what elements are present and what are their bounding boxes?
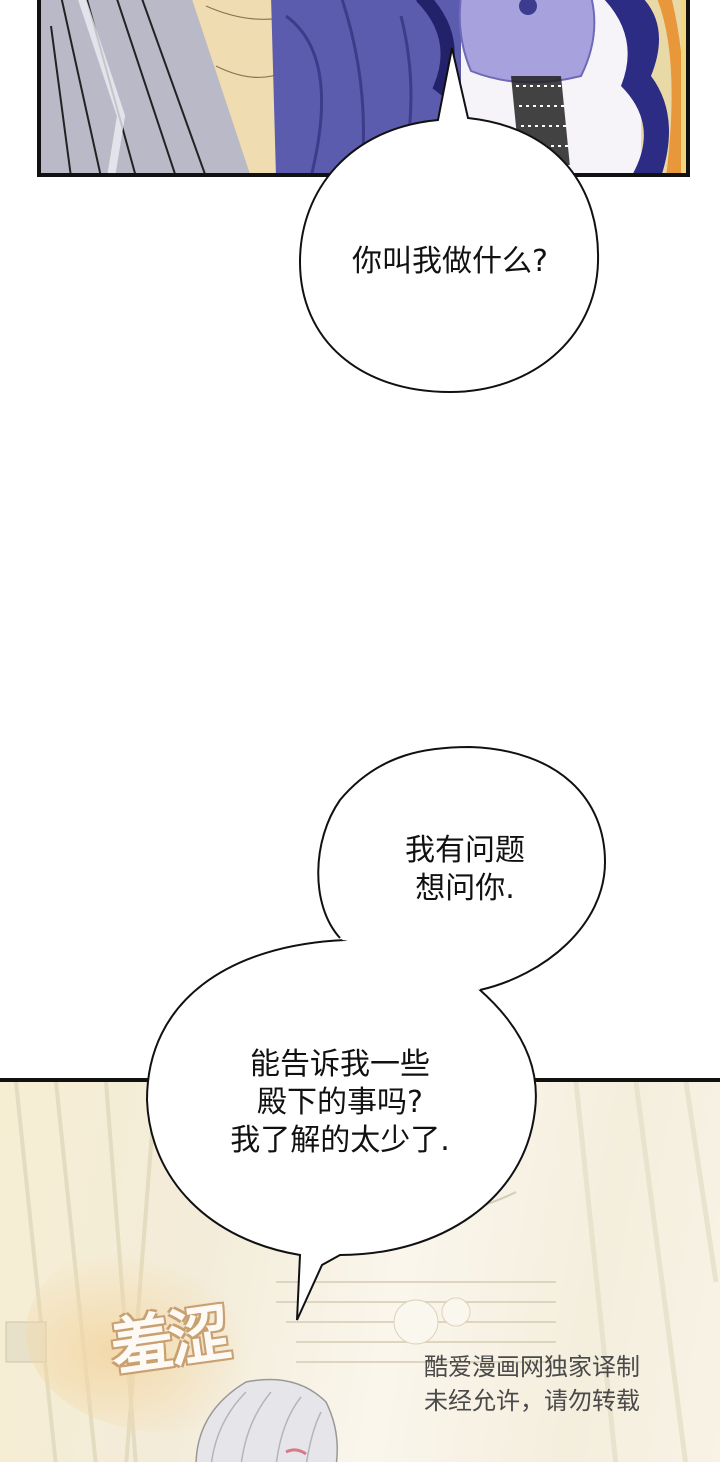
speech-bubble-1-text: 你叫我做什么? [352, 244, 548, 279]
watermark-text: 酷爱漫画网独家译制 未经允许，请勿转载 [424, 1353, 640, 1415]
speech-bubble-1-shape [298, 47, 600, 394]
speech-bubble-2-text: 我有问题 想问你. [405, 833, 525, 906]
sound-effect-text: 羞涩 [106, 1296, 232, 1385]
comic-panel-top [37, 0, 690, 177]
panel-top-artwork [41, 0, 686, 173]
speech-bubble-3-shape [145, 934, 537, 1321]
speech-bubble-3-text: 能告诉我一些 殿下的事吗? 我了解的太少了. [230, 1047, 450, 1158]
speech-bubble-2-shape [317, 745, 607, 991]
